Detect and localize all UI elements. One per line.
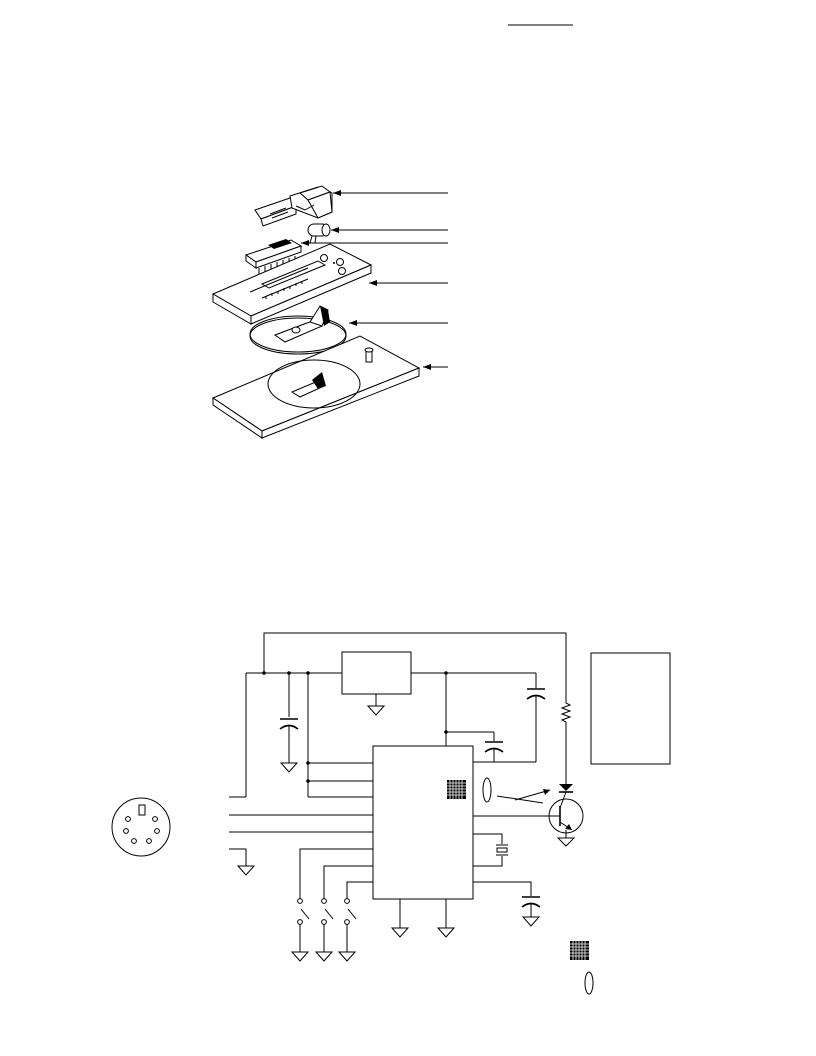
ground-icon: [279, 762, 299, 773]
pushbutton-switch-icon: [314, 898, 334, 962]
base-board-part: [211, 335, 421, 439]
led-part: [307, 223, 331, 244]
mini-din-connector: [111, 797, 171, 857]
ground-icon: [436, 927, 456, 938]
toggle-switch-part: [254, 185, 333, 227]
schematic-diagram: [111, 632, 671, 995]
arrow-panel: [369, 280, 377, 286]
arrow-disc: [349, 320, 357, 326]
arrow-toggle: [333, 190, 341, 196]
front-panel-part: [211, 243, 373, 325]
ground-icon: [236, 865, 256, 876]
photo-sensor-grid-icon: [447, 780, 466, 799]
npn-transistor-icon: [538, 791, 584, 834]
resistor-icon: [560, 700, 572, 784]
display-module-block: [590, 652, 671, 765]
crystal-icon: [496, 844, 508, 856]
exploded-assembly-diagram: [211, 185, 448, 439]
capacitor-icon: [526, 688, 546, 700]
legend-led-icon: [584, 971, 594, 995]
pushbutton-switch-icon: [337, 898, 357, 962]
diode-icon: [559, 784, 573, 793]
legend-sensor-icon: [570, 941, 589, 960]
capacitor-icon: [279, 718, 299, 730]
arrow-chip: [301, 240, 309, 246]
ellipse-led-icon: [482, 777, 492, 803]
capacitor-icon: [484, 741, 504, 753]
capacitor-icon: [521, 896, 541, 908]
pushbutton-switch-icon: [290, 898, 310, 962]
chip-part: [244, 239, 303, 276]
ground-icon: [521, 916, 541, 927]
ground-icon: [390, 927, 410, 938]
slider-disc-part: [249, 305, 347, 355]
ground-icon: [556, 837, 576, 847]
regulator-block: [341, 651, 412, 695]
arrow-led: [331, 227, 339, 233]
ground-icon: [366, 705, 386, 716]
microcontroller-block: [372, 745, 474, 900]
arrow-base: [423, 364, 431, 370]
